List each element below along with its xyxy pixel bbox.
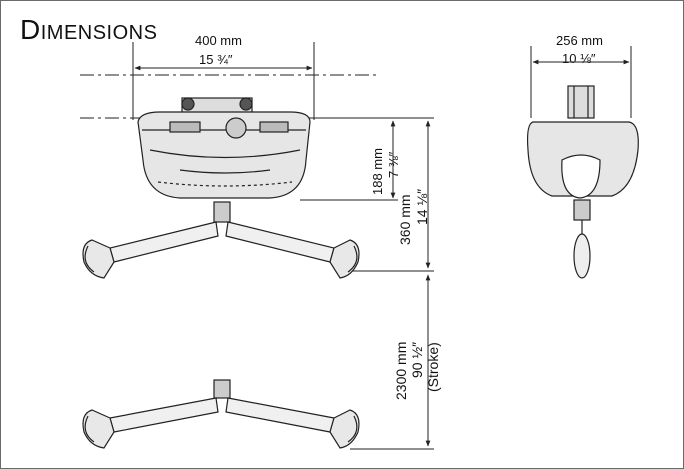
lift-motor-side — [526, 85, 639, 279]
spreader-bar-lower — [82, 379, 360, 449]
lift-motor-front — [137, 97, 311, 223]
page-title: Dimensions — [20, 14, 158, 45]
width-mm-label: 400 mm — [195, 33, 242, 48]
width-in-label: 15 ¾″ — [199, 52, 233, 67]
spreader-bar-upper — [82, 221, 360, 279]
depth-mm-label: 256 mm — [556, 33, 603, 48]
